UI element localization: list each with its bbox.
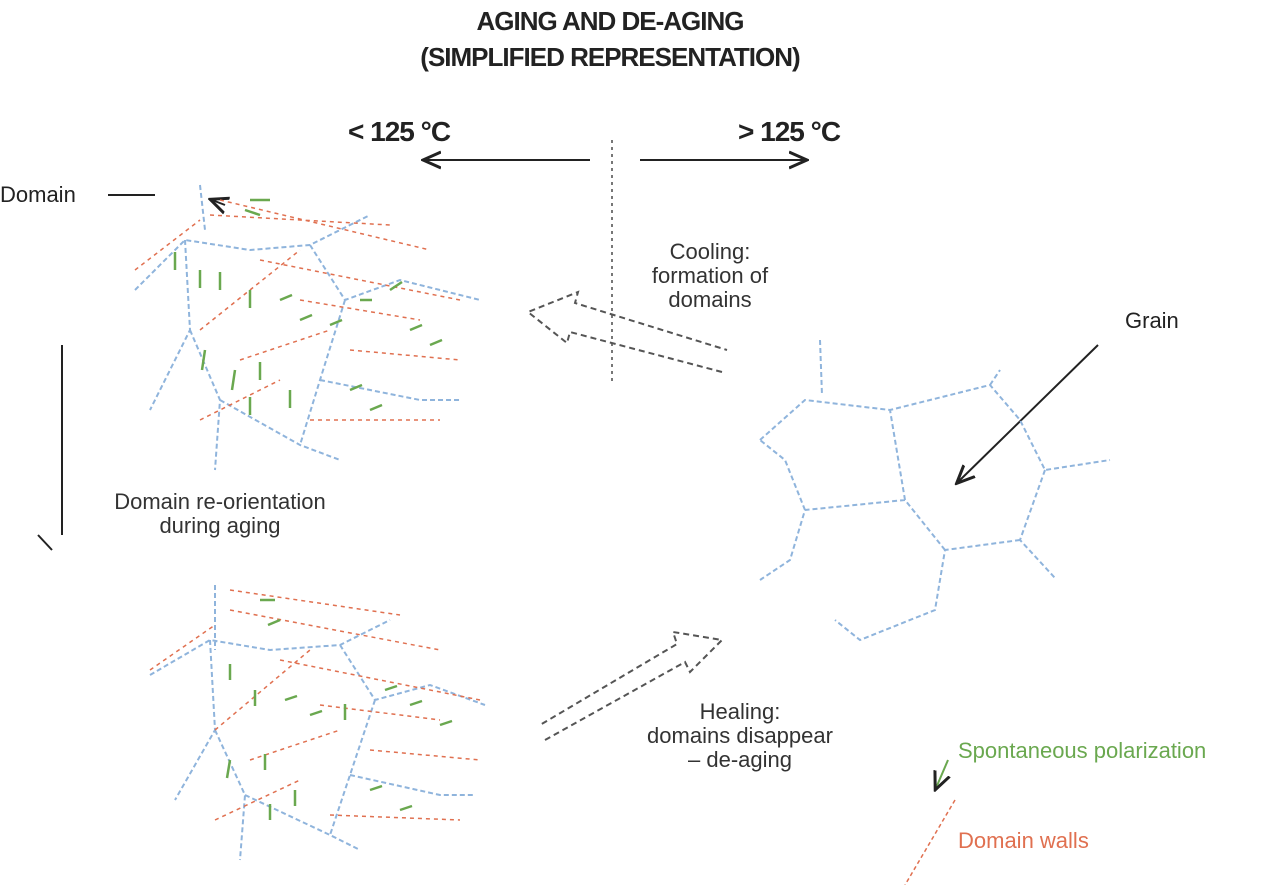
polarization-arrow <box>268 620 280 625</box>
polarization-arrow <box>400 806 412 810</box>
reorientation-caption-line2: during aging <box>70 514 370 538</box>
polarization-arrow <box>370 405 382 410</box>
legend-polarization-label: Spontaneous polarization <box>958 738 1206 764</box>
legend-wall-sample <box>905 800 955 885</box>
legend-walls-label: Domain walls <box>958 828 1089 854</box>
polarization-arrow <box>410 325 422 330</box>
polarization-arrow <box>310 711 322 715</box>
aging-arrow-head <box>38 535 52 550</box>
cooling-caption: Cooling: formation of domains <box>610 240 810 312</box>
healing-caption: Healing: domains disappear – de-aging <box>600 700 880 772</box>
legend-polarization-sample <box>936 760 948 788</box>
polarization-arrow <box>370 786 382 790</box>
polarization-arrow <box>300 315 312 320</box>
polarization-arrow <box>280 295 292 300</box>
reorientation-caption: Domain re-orientation during aging <box>70 490 370 538</box>
polarization-arrow <box>330 320 342 325</box>
temperature-above-label: > 125 °C <box>738 116 840 148</box>
diagram-title-line2: (SIMPLIFIED REPRESENTATION) <box>260 42 960 73</box>
cooling-caption-line2: formation of <box>610 264 810 288</box>
polarization-arrow <box>410 701 422 705</box>
domain-walls-top <box>135 200 460 420</box>
polarization-arrow <box>227 760 230 778</box>
cooling-caption-line1: Cooling: <box>610 240 810 264</box>
polarization-arrow <box>430 340 442 345</box>
healing-caption-line3: – de-aging <box>600 748 880 772</box>
domain-label: Domain <box>0 182 76 208</box>
polarization-arrow <box>202 350 205 370</box>
grain-boundaries-aged-top <box>135 185 480 470</box>
polarization-arrow <box>385 686 397 690</box>
polarization-arrow <box>440 721 452 725</box>
polarization-arrow <box>285 696 297 700</box>
diagram-title-line1: AGING AND DE-AGING <box>260 6 960 37</box>
healing-caption-line2: domains disappear <box>600 724 880 748</box>
temperature-below-label: < 125 °C <box>348 116 450 148</box>
polarization-arrow <box>232 370 235 390</box>
reorientation-caption-line1: Domain re-orientation <box>70 490 370 514</box>
healing-caption-line1: Healing: <box>600 700 880 724</box>
grain-label: Grain <box>1125 308 1179 334</box>
cooling-caption-line3: domains <box>610 288 810 312</box>
grain-pointer-arrow <box>958 345 1098 482</box>
polarization-arrow <box>245 210 260 215</box>
domain-walls-bottom <box>150 590 480 820</box>
